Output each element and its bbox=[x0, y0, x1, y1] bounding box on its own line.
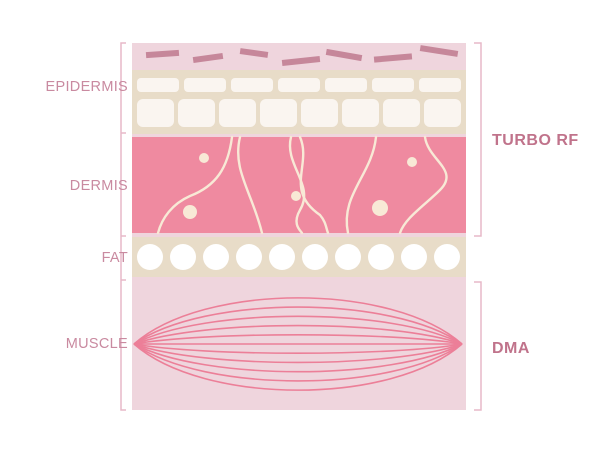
muscle-fiber bbox=[133, 297, 463, 345]
muscle-fiber bbox=[133, 343, 463, 373]
skin-cell bbox=[260, 99, 297, 127]
muscle-fiber bbox=[133, 343, 463, 364]
collagen-fiber bbox=[298, 135, 330, 235]
fat-cell bbox=[335, 244, 361, 270]
fibroblast-dot bbox=[183, 205, 197, 219]
label-dma: DMA bbox=[492, 340, 530, 357]
muscle-fiber bbox=[133, 343, 463, 382]
fat-cell bbox=[434, 244, 460, 270]
label-fat: FAT bbox=[101, 250, 128, 266]
stratum-corneum-bar bbox=[419, 45, 459, 57]
skin-cell bbox=[137, 99, 174, 127]
fat-cell bbox=[368, 244, 394, 270]
muscle-fiber bbox=[133, 324, 463, 345]
treatment-bracket-lower bbox=[474, 281, 482, 411]
stratum-corneum-bar bbox=[281, 56, 321, 66]
fat-cell bbox=[269, 244, 295, 270]
collagen-fiber bbox=[236, 135, 264, 235]
skin-cell bbox=[231, 78, 273, 92]
skin-cell bbox=[219, 99, 256, 127]
muscle-fiber bbox=[133, 315, 463, 345]
muscle-fiber bbox=[133, 343, 463, 391]
muscle-fiber bbox=[133, 343, 463, 354]
fibroblast-dot bbox=[407, 157, 417, 167]
collagen-fibers bbox=[156, 135, 448, 235]
fibroblast-dot bbox=[291, 191, 301, 201]
stratum-corneum-bar bbox=[239, 48, 269, 58]
collagen-fiber bbox=[398, 135, 448, 235]
skin-cell bbox=[424, 99, 461, 127]
collagen-fiber bbox=[288, 135, 306, 235]
fat-cell bbox=[302, 244, 328, 270]
skin-cell bbox=[342, 99, 379, 127]
fat-cell bbox=[401, 244, 427, 270]
fat-cells bbox=[137, 244, 460, 270]
skin-cell bbox=[184, 78, 226, 92]
fat-cell bbox=[170, 244, 196, 270]
epidermis-cells bbox=[137, 78, 461, 127]
muscle-fiber bbox=[133, 306, 463, 345]
collagen-fiber bbox=[156, 135, 234, 235]
collagen-fiber bbox=[345, 135, 378, 235]
stratum-corneum-bar bbox=[145, 49, 180, 59]
fat-cell bbox=[137, 244, 163, 270]
fat-cell bbox=[236, 244, 262, 270]
skin-cell bbox=[383, 99, 420, 127]
layer-bracket-left bbox=[120, 42, 126, 411]
stratum-corneum-bar bbox=[325, 48, 363, 62]
skin-cell bbox=[419, 78, 461, 92]
label-turbo-rf: TURBO RF bbox=[492, 132, 579, 149]
fibroblast-dot bbox=[199, 153, 209, 163]
skin-cell bbox=[325, 78, 367, 92]
stratum-corneum-bar bbox=[373, 53, 413, 63]
label-dermis: DERMIS bbox=[69, 178, 128, 194]
skin-cell bbox=[137, 78, 179, 92]
fat-cell bbox=[203, 244, 229, 270]
fibroblast-dot bbox=[372, 200, 388, 216]
muscle-fiber bbox=[133, 334, 463, 345]
label-epidermis: EPIDERMIS bbox=[45, 79, 128, 95]
skin-cell bbox=[178, 99, 215, 127]
skin-cell bbox=[278, 78, 320, 92]
stratum-corneum-bar bbox=[192, 52, 224, 64]
skin-cell bbox=[372, 78, 414, 92]
stratum-corneum bbox=[145, 45, 459, 66]
dermis-layer bbox=[132, 137, 466, 233]
label-muscle: MUSCLE bbox=[65, 336, 128, 352]
muscle-fibers bbox=[133, 297, 463, 391]
skin-cell bbox=[301, 99, 338, 127]
treatment-bracket-upper bbox=[474, 42, 482, 237]
